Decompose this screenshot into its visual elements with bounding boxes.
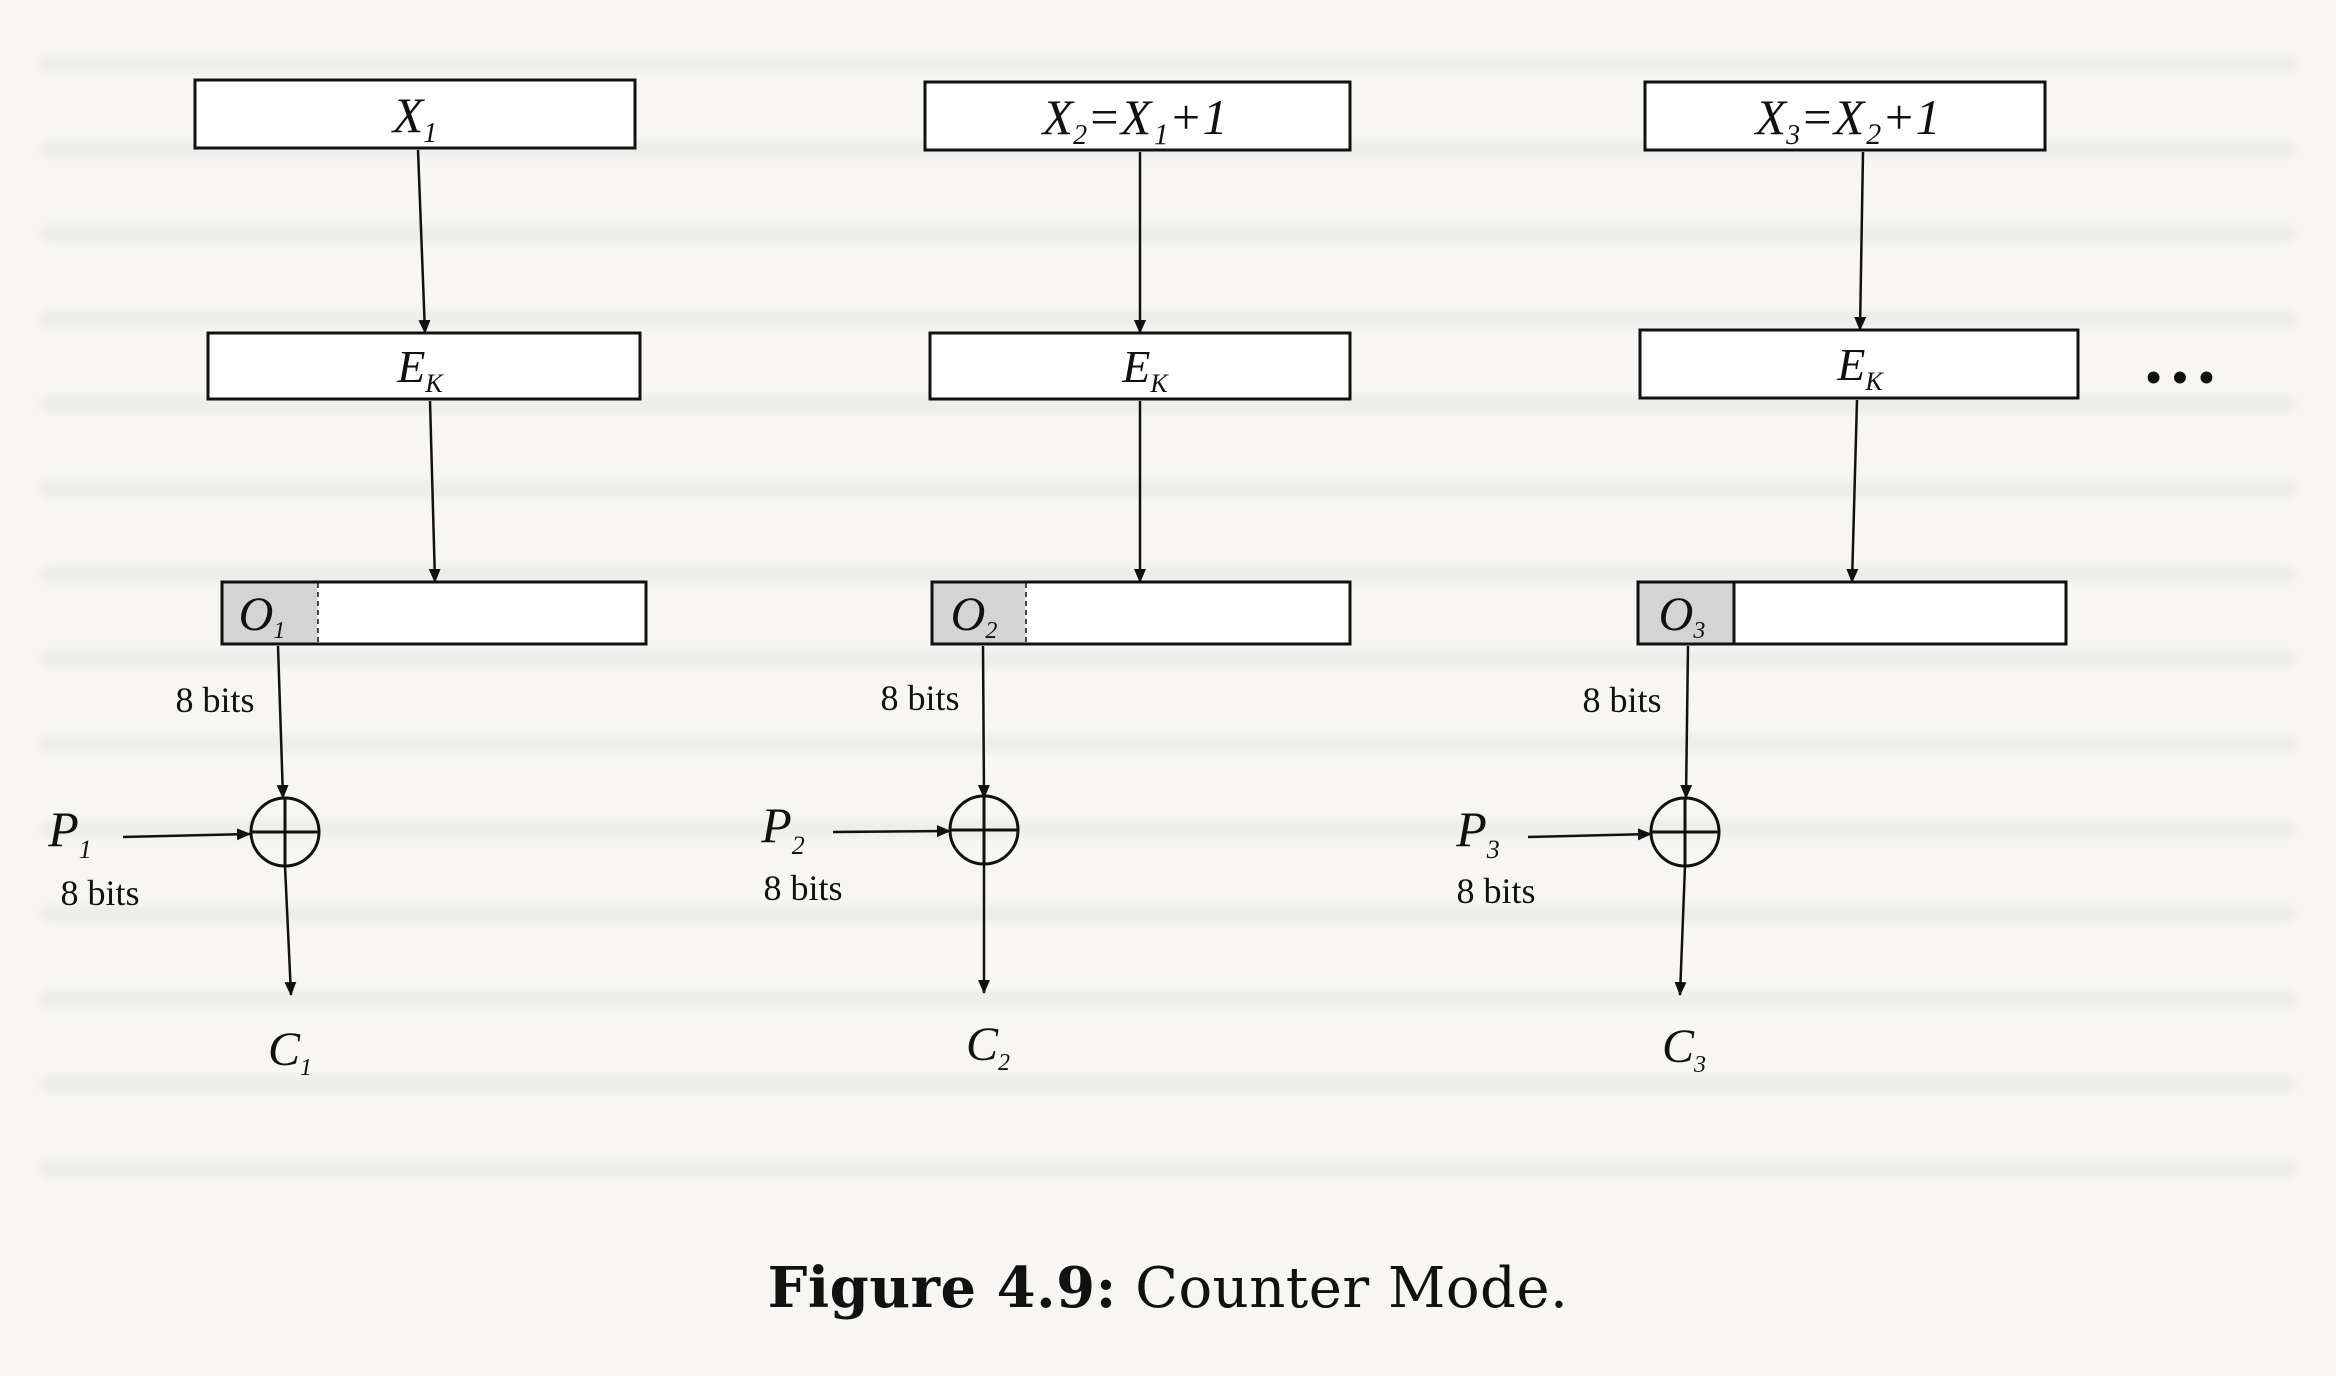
encrypt-label-1: EK [396, 341, 444, 398]
encrypt-box-1 [206, 331, 642, 401]
arrow-output-to-xor-3 [1680, 645, 1693, 799]
plaintext-bits-label-1: 8 bits [60, 873, 139, 913]
figure-title: Counter Mode. [1135, 1256, 1569, 1321]
circled-plus-icon [249, 796, 321, 868]
counter-box-1 [193, 78, 637, 150]
output-label-1: O1 [239, 588, 286, 644]
output-highlight-1 [223, 583, 318, 643]
arrow-encrypt-to-output-3 [1846, 399, 1859, 583]
output-label-3: O3 [1659, 588, 1706, 644]
stage-3: X3=X₂+1 EK O3 8 bits P3 8 bits C3 [1455, 80, 2080, 1078]
arrow-xor-to-ciphertext-1 [283, 865, 297, 996]
stage-1: X1 EK O1 8 bits P1 8 bits C1 [47, 78, 648, 1081]
plaintext-bits-label-3: 8 bits [1456, 871, 1535, 911]
arrow-plaintext-to-xor-3 [1527, 828, 1652, 841]
output-bits-label-1: 8 bits [175, 680, 254, 720]
ciphertext-label-2: C2 [966, 1018, 1010, 1076]
arrow-output-to-xor-1 [276, 645, 289, 799]
output-label-2: O2 [951, 588, 998, 644]
figure-number: Figure 4.9: [767, 1255, 1117, 1321]
encrypt-label-3: EK [1836, 339, 1884, 396]
ciphertext-label-1: C1 [268, 1023, 312, 1081]
counter-label-3: X3=X₂+1 [1754, 89, 1941, 151]
plaintext-bits-label-2: 8 bits [763, 868, 842, 908]
arrow-xor-to-ciphertext-3 [1674, 865, 1687, 996]
ellipsis-icon: • • • [2146, 353, 2214, 402]
counter-box-3 [1643, 80, 2047, 152]
figure-caption: Figure 4.9: Counter Mode. [0, 1255, 2336, 1321]
output-bits-label-2: 8 bits [880, 678, 959, 718]
encrypt-label-2: EK [1121, 341, 1169, 398]
encrypt-box-2 [928, 331, 1352, 401]
ciphertext-label-3: C3 [1662, 1020, 1706, 1078]
counter-label-2: X2=X₁+1 [1041, 89, 1228, 151]
arrow-output-to-xor-2 [977, 645, 990, 799]
arrow-plaintext-to-xor-1 [122, 828, 251, 841]
circled-plus-icon [1649, 796, 1721, 868]
output-bits-label-3: 8 bits [1582, 680, 1661, 720]
circled-plus-icon [948, 794, 1020, 866]
output-highlight-2 [933, 583, 1026, 643]
output-highlight-3 [1639, 583, 1734, 643]
arrow-encrypt-to-output-1 [428, 400, 441, 583]
plaintext-label-1: P1 [47, 801, 92, 864]
plaintext-label-2: P2 [760, 797, 805, 860]
counter-box-2 [923, 80, 1352, 152]
arrow-counter-to-encrypt-3 [1854, 151, 1867, 331]
plaintext-label-3: P3 [1455, 801, 1500, 864]
counter-label-1: X1 [391, 87, 438, 149]
encrypt-box-3 [1638, 328, 2080, 400]
arrow-plaintext-to-xor-2 [832, 825, 951, 838]
stage-2: X2=X₁+1 EK O2 8 bits P2 8 bits C2 [760, 80, 1352, 1076]
arrow-counter-to-encrypt-1 [416, 149, 431, 334]
